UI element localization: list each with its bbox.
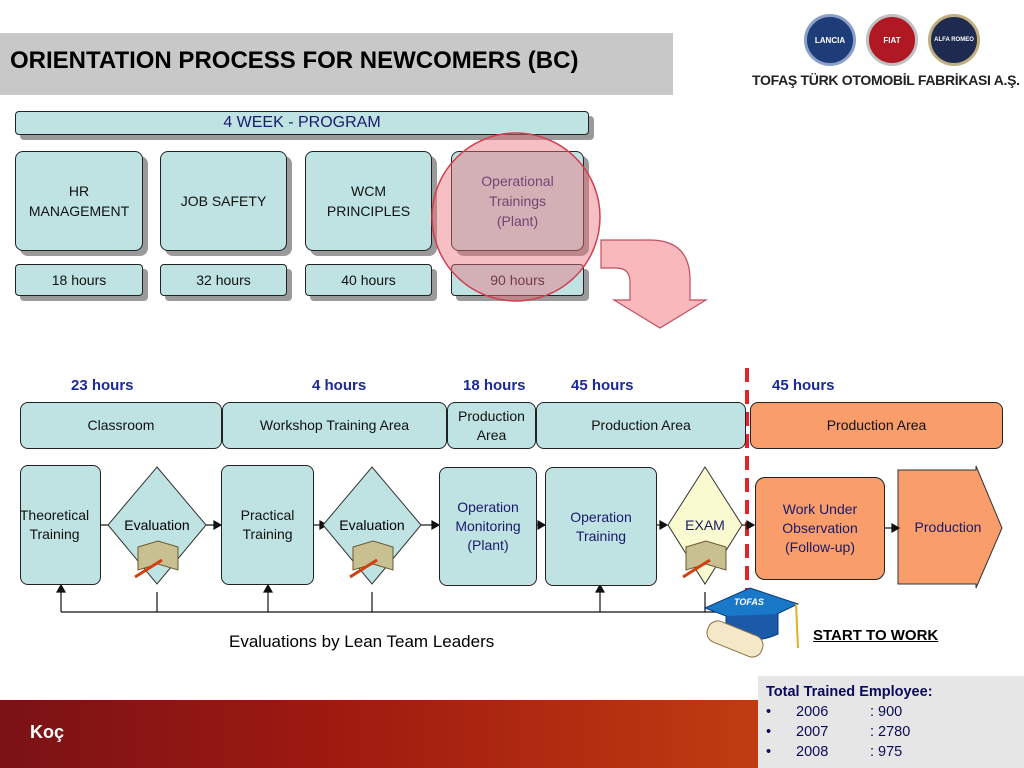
step-evaluation-1: Evaluation: [124, 517, 190, 533]
stats-row: •2007: 2780: [766, 724, 911, 740]
hours-production-area: 45 hours: [571, 377, 634, 394]
module-operational-trainings: Operational Trainings (Plant): [451, 151, 584, 251]
evaluations-note: Evaluations by Lean Team Leaders: [229, 632, 495, 651]
title-band: [0, 33, 673, 95]
curved-down-arrow: [600, 239, 709, 329]
module-job-safety: JOB SAFETY: [160, 151, 287, 251]
book-icon-3: [682, 540, 727, 579]
module-wcm-principles: WCM PRINCIPLES: [305, 151, 432, 251]
module-hr-management: HR MANAGEMENT: [15, 151, 143, 251]
hours-classroom: 23 hours: [71, 377, 134, 394]
lancia-logo: LANCIA: [804, 14, 856, 66]
module-hours-hr: 18 hours: [15, 264, 143, 296]
area-workshop: Workshop Training Area: [222, 402, 447, 449]
company-name: TOFAŞ TÜRK OTOMOBİL FABRİKASI A.Ş.: [752, 72, 1020, 88]
hours-workshop: 4 hours: [312, 377, 367, 394]
book-icon-2: [349, 540, 394, 579]
footer-band: [0, 700, 758, 768]
step-evaluation-2: Evaluation: [339, 517, 405, 533]
step-theoretical-training: Theoretical Training: [20, 465, 101, 585]
step-exam: EXAM: [685, 517, 725, 533]
module-hours-safety: 32 hours: [160, 264, 287, 296]
diploma-icon: [706, 620, 764, 658]
step-production: Production: [914, 519, 982, 535]
step-operation-monitoring: Operation Monitoring (Plant): [439, 467, 537, 586]
step-operation-training: Operation Training: [545, 467, 657, 586]
hours-production-monitoring: 18 hours: [463, 377, 526, 394]
start-to-work-label: START TO WORK: [813, 627, 939, 644]
stats-row: •2006: 900: [766, 704, 903, 720]
stats-row: •2008: 975: [766, 744, 903, 760]
area-production-2: Production Area: [536, 402, 746, 449]
evaluation-diamond-1: [107, 466, 207, 585]
brand-logos: LANCIA FIAT ALFA ROMEO: [800, 12, 980, 66]
stats-title: Total Trained Employee:: [766, 684, 933, 700]
alfa-romeo-logo: ALFA ROMEO: [928, 14, 980, 66]
step-work-under-observation: Work Under Observation (Follow-up): [755, 477, 885, 580]
production-arrow-shape: [897, 465, 1003, 589]
fiat-logo: FIAT: [866, 14, 918, 66]
trained-employee-stats: Total Trained Employee: •2006: 900 •2007…: [758, 676, 1024, 768]
evaluation-diamond-2: [322, 466, 422, 585]
area-classroom: Classroom: [20, 402, 222, 449]
step-practical-training: Practical Training: [221, 465, 314, 585]
cap-label: TOFAS: [734, 597, 764, 607]
page-title: ORIENTATION PROCESS FOR NEWCOMERS (BC): [10, 47, 579, 74]
area-production-1: Production Area: [447, 402, 536, 449]
koc-logo: Koç: [30, 722, 65, 742]
book-icon-1: [134, 540, 179, 579]
hours-production-followup: 45 hours: [772, 377, 835, 394]
program-banner: 4 WEEK - PROGRAM: [15, 111, 589, 135]
highlight-circle: [431, 132, 601, 302]
exam-diamond: [667, 466, 743, 585]
module-hours-operational: 90 hours: [451, 264, 584, 296]
step-theoretical-label: Theoretical Training: [19, 507, 90, 542]
module-hours-wcm: 40 hours: [305, 264, 432, 296]
area-production-3: Production Area: [750, 402, 1003, 449]
